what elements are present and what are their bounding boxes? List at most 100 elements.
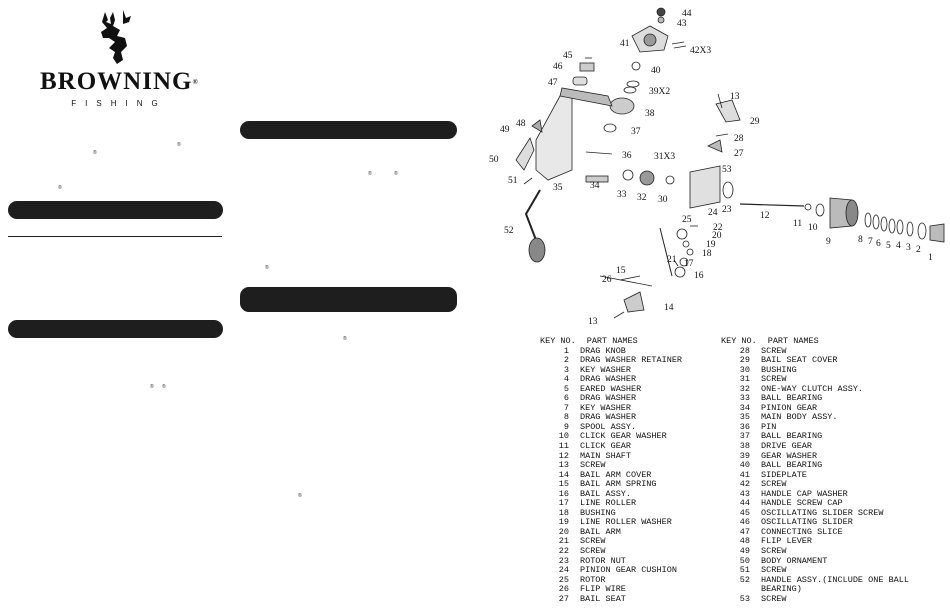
- part-name: HANDLE CAP WASHER: [761, 488, 848, 499]
- label-20: 20: [712, 231, 722, 241]
- part-key-number: 36: [739, 421, 750, 432]
- part-key-number: 28: [739, 345, 750, 356]
- part-14-bail-arm-cover: [623, 291, 645, 313]
- label-30: 30: [658, 195, 668, 205]
- part-name: DRAG WASHER: [580, 412, 637, 423]
- table-header: KEY NO. PART NAMES: [721, 336, 909, 347]
- part-key-number: 23: [558, 555, 569, 566]
- label-1: 1: [928, 253, 933, 263]
- label-4: 4: [896, 241, 901, 251]
- part-key-number: 21: [558, 536, 569, 547]
- reg-mark: ®: [177, 142, 181, 148]
- part-key-number: 5: [563, 383, 569, 394]
- label-7: 7: [868, 237, 873, 247]
- part-key-number: 22: [558, 546, 569, 557]
- part-name: EARED WASHER: [580, 383, 642, 394]
- section-bar-1: [8, 201, 223, 219]
- reg-mark: ®: [58, 185, 62, 191]
- label-32: 32: [637, 193, 647, 203]
- part-name: BAIL ARM COVER: [580, 469, 652, 480]
- table-row: 43 HANDLE CAP WASHER: [721, 488, 909, 500]
- part-25-rotor: [689, 165, 721, 209]
- part-key-number: 26: [558, 584, 569, 595]
- part-name: MAIN BODY ASSY.: [761, 412, 838, 423]
- part-name: DRAG WASHER RETAINER: [580, 355, 683, 366]
- part-name: SCREW: [580, 546, 606, 557]
- section-bar-3: [240, 121, 457, 139]
- table-row: 18 BUSHING: [540, 507, 750, 519]
- part-key-number: 9: [563, 421, 569, 432]
- part-key-number: 25: [558, 574, 569, 585]
- table-row: 29 BAIL SEAT COVER: [721, 356, 909, 366]
- label-3: 3: [906, 243, 911, 253]
- part-35-main-body: [535, 91, 573, 181]
- part-key-number: 43: [739, 488, 750, 499]
- part-key-number: 49: [739, 546, 750, 557]
- part-key-number: 33: [739, 393, 750, 404]
- label-29: 29: [750, 117, 760, 127]
- part-key-number: 41: [739, 469, 750, 480]
- part-key-number: 7: [563, 402, 569, 413]
- part-name: BALL BEARING: [761, 393, 823, 404]
- part-1-drag-knob: [929, 223, 945, 243]
- part-name: BALL BEARING: [761, 431, 823, 442]
- part-name: OSCILLATING SLIDER SCREW: [761, 507, 884, 518]
- label-16: 16: [694, 271, 704, 281]
- label-22: 22: [713, 223, 723, 233]
- table-row: 10 CLICK GEAR WASHER: [540, 432, 750, 442]
- label-21: 21: [667, 255, 677, 265]
- reg-mark: ®: [368, 171, 372, 177]
- part-key-number: 18: [558, 507, 569, 518]
- part-key-number: 35: [739, 412, 750, 423]
- label-48: 48: [516, 119, 526, 129]
- part-name: DRAG WASHER: [580, 374, 637, 385]
- part-name: BAIL SEAT COVER: [761, 355, 838, 366]
- part-key-number: 46: [739, 517, 750, 528]
- part-name: BUSHING: [580, 507, 616, 518]
- part-name: SCREW: [580, 536, 606, 547]
- part-key-number: 40: [739, 460, 750, 471]
- part-key-number: 10: [558, 431, 569, 442]
- brand-subtitle: FISHING: [71, 99, 167, 108]
- table-header: KEY NO. PART NAMES: [540, 336, 750, 347]
- part-key-number: 29: [739, 355, 750, 366]
- label-26: 26: [602, 275, 612, 285]
- label-8: 8: [858, 235, 863, 245]
- label-38: 38: [645, 109, 655, 119]
- part-name: PIN: [761, 421, 777, 432]
- part-name: CLICK GEAR: [580, 441, 632, 452]
- label-41: 41: [620, 39, 630, 49]
- table-row: 26 FLIP WIRE: [540, 585, 750, 595]
- part-name: HANDLE SCREW CAP: [761, 498, 843, 509]
- label-52: 52: [504, 226, 514, 236]
- part-name: FLIP WIRE: [580, 584, 626, 595]
- table-row: 49 SCREW: [721, 546, 909, 557]
- part-key-number: 39: [739, 450, 750, 461]
- part-name: KEY WASHER: [580, 402, 632, 413]
- part-name: SPOOL ASSY.: [580, 421, 637, 432]
- part-name: BODY ORNAMENT: [761, 555, 828, 566]
- label-18: 18: [702, 249, 712, 259]
- part-name: SCREW: [761, 546, 787, 557]
- part-name: CLICK GEAR WASHER: [580, 431, 667, 442]
- part-name: BAIL ASSY.: [580, 488, 632, 499]
- part-key-number: 27: [558, 593, 569, 604]
